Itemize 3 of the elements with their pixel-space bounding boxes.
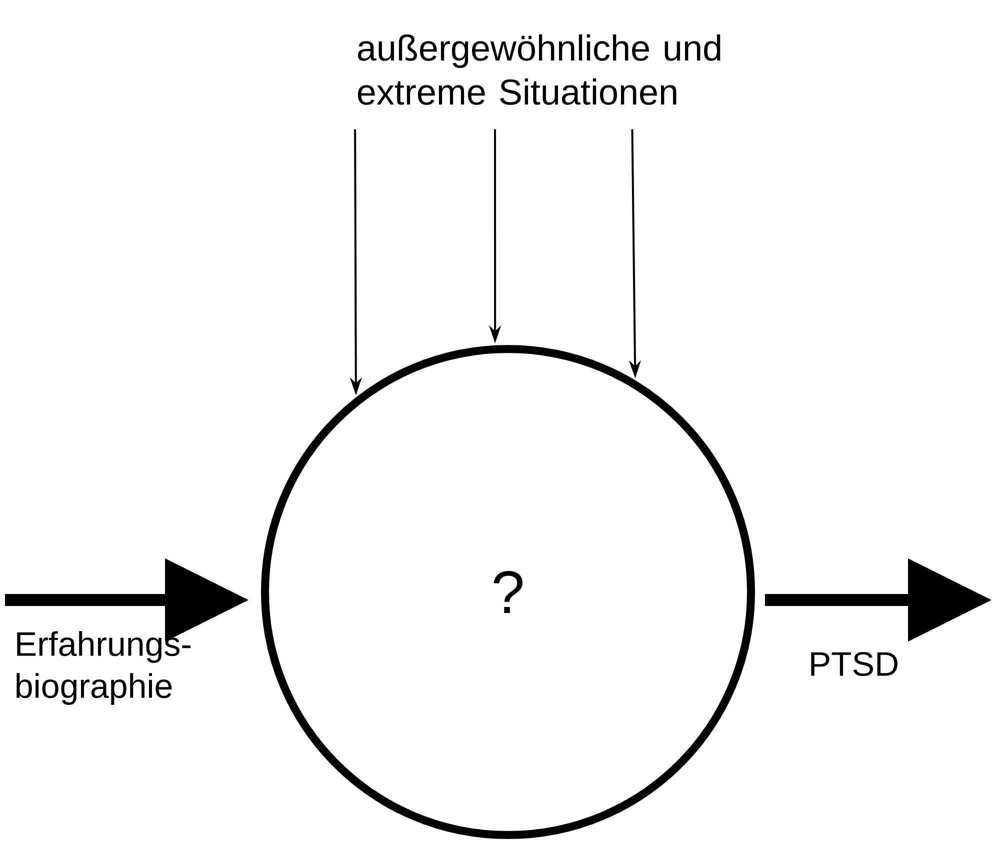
heading-text: außergewöhnliche und extreme Situationen [358,34,720,105]
edge-label: Erfahrungs- biographie [16,631,191,705]
edge-label: PTSD [811,652,898,676]
